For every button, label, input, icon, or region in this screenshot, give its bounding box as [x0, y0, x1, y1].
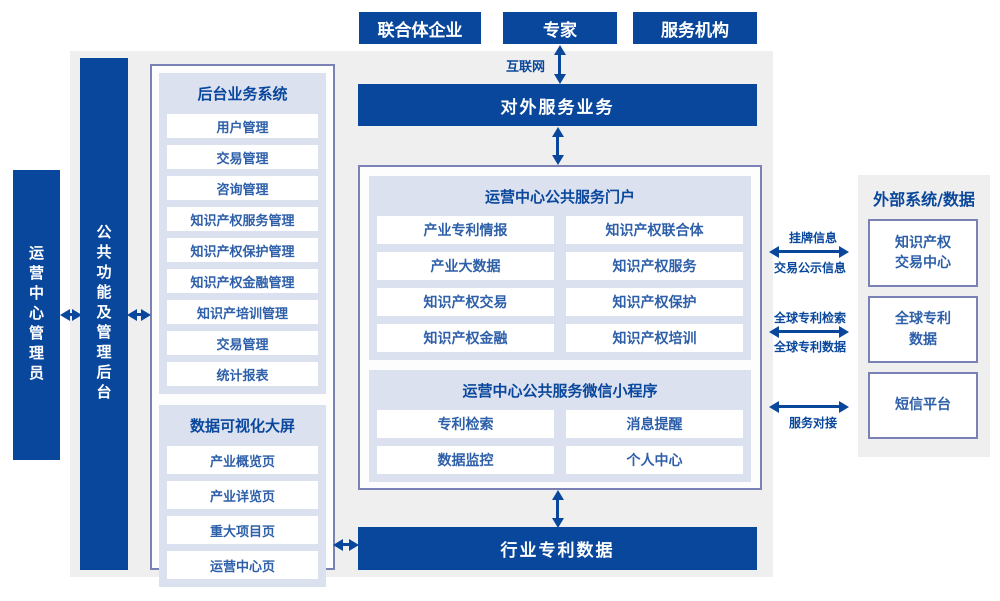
dashboard-item: 运营中心页 [167, 551, 318, 579]
external-system-global-patent: 全球专利 数据 [868, 296, 978, 363]
operation-admin-label: 运营中心管理员 [27, 245, 45, 385]
backend-outer-box: 后台业务系统 用户管理 交易管理 咨询管理 知识产权服务管理 知识产权保护管理 … [150, 64, 335, 587]
external-systems-title: 外部系统/数据 [873, 190, 975, 209]
backend-item: 用户管理 [167, 114, 318, 138]
dashboard-title: 数据可视化大屏 [189, 417, 295, 435]
arrow-portal-industry-data [556, 500, 559, 518]
miniprogram-item: 个人中心 [566, 446, 743, 474]
arrow-sms-platform [779, 405, 839, 408]
industry-patent-data-label: 行业专利数据 [500, 541, 615, 561]
miniprogram-section: 运营中心公共服务微信小程序 专利检索 消息提醒 数据监控 个人中心 [369, 370, 751, 482]
miniprogram-item: 消息提醒 [566, 410, 743, 438]
dashboard-section: 数据可视化大屏 产业概览页 产业详览页 重大项目页 运营中心页 [159, 405, 326, 587]
arrow-global-patent [779, 330, 839, 333]
external-system-ip-exchange: 知识产权 交易中心 [868, 219, 978, 287]
actor-consortium-label: 联合体企业 [377, 20, 463, 41]
portal-outer-box: 运营中心公共服务门户 产业专利情报 知识产权联合体 产业大数据 知识产权服务 知… [358, 165, 762, 490]
arrow-backend-system [137, 313, 141, 316]
link-label-global-patent-search: 全球专利检索 [773, 311, 846, 325]
internet-arrow [558, 55, 561, 74]
public-backend-bar: 公共功能及管理后台 [80, 58, 128, 570]
dashboard-item: 产业概览页 [167, 446, 318, 474]
miniprogram-title: 运营中心公共服务微信小程序 [462, 382, 658, 400]
portal-item: 产业专利情报 [377, 216, 554, 244]
public-backend-label: 公共功能及管理后台 [94, 224, 113, 404]
backend-item: 知识产权金融管理 [167, 269, 318, 293]
portal-items-grid: 产业专利情报 知识产权联合体 产业大数据 知识产权服务 知识产权交易 知识产权保… [377, 216, 743, 352]
arrow-ip-exchange [779, 250, 839, 253]
portal-item: 产业大数据 [377, 252, 554, 280]
portal-title: 运营中心公共服务门户 [484, 188, 635, 206]
internet-label: 互联网 [505, 60, 545, 75]
dashboard-item: 产业详览页 [167, 481, 318, 509]
portal-item: 知识产权保护 [566, 288, 743, 316]
link-label-listing-info: 挂牌信息 [788, 231, 837, 245]
miniprogram-items-grid: 专利检索 消息提醒 数据监控 个人中心 [377, 410, 743, 474]
backend-item: 交易管理 [167, 145, 318, 169]
actor-consortium-box: 联合体企业 [359, 12, 481, 44]
external-service-bar: 对外服务业务 [358, 84, 757, 126]
actor-expert-box: 专家 [503, 12, 617, 44]
backend-item: 交易管理 [167, 331, 318, 355]
industry-patent-data-bar: 行业专利数据 [358, 527, 757, 570]
portal-item: 知识产权培训 [566, 324, 743, 352]
external-system-sms: 短信平台 [868, 372, 978, 439]
backend-item: 咨询管理 [167, 176, 318, 200]
miniprogram-item: 数据监控 [377, 446, 554, 474]
portal-item: 知识产权联合体 [566, 216, 743, 244]
link-label-transaction-publicity: 交易公示信息 [773, 261, 846, 275]
portal-item: 知识产权交易 [377, 288, 554, 316]
external-service-bar-label: 对外服务业务 [500, 97, 615, 118]
arrow-admin-backend [70, 313, 72, 316]
dashboard-item: 重大项目页 [167, 516, 318, 544]
miniprogram-item: 专利检索 [377, 410, 554, 438]
actor-service-org-label: 服务机构 [661, 20, 729, 41]
actor-expert-label: 专家 [543, 20, 577, 41]
portal-item: 知识产权服务 [566, 252, 743, 280]
portal-item: 知识产权金融 [377, 324, 554, 352]
link-label-service-connection: 服务对接 [788, 416, 837, 430]
backend-system-section: 后台业务系统 用户管理 交易管理 咨询管理 知识产权服务管理 知识产权保护管理 … [159, 73, 326, 394]
backend-item: 统计报表 [167, 362, 318, 386]
actor-service-org-box: 服务机构 [633, 12, 757, 44]
arrow-dashboard-industry-data [343, 543, 349, 546]
operation-admin-box: 运营中心管理员 [13, 170, 60, 460]
backend-item: 知识产权保护管理 [167, 238, 318, 262]
backend-item: 知识产权服务管理 [167, 207, 318, 231]
portal-section: 运营中心公共服务门户 产业专利情报 知识产权联合体 产业大数据 知识产权服务 知… [369, 176, 751, 360]
arrow-service-portal [556, 137, 559, 155]
link-label-global-patent-data: 全球专利数据 [773, 340, 846, 354]
backend-item: 知识产培训管理 [167, 300, 318, 324]
backend-system-title: 后台业务系统 [197, 85, 288, 103]
